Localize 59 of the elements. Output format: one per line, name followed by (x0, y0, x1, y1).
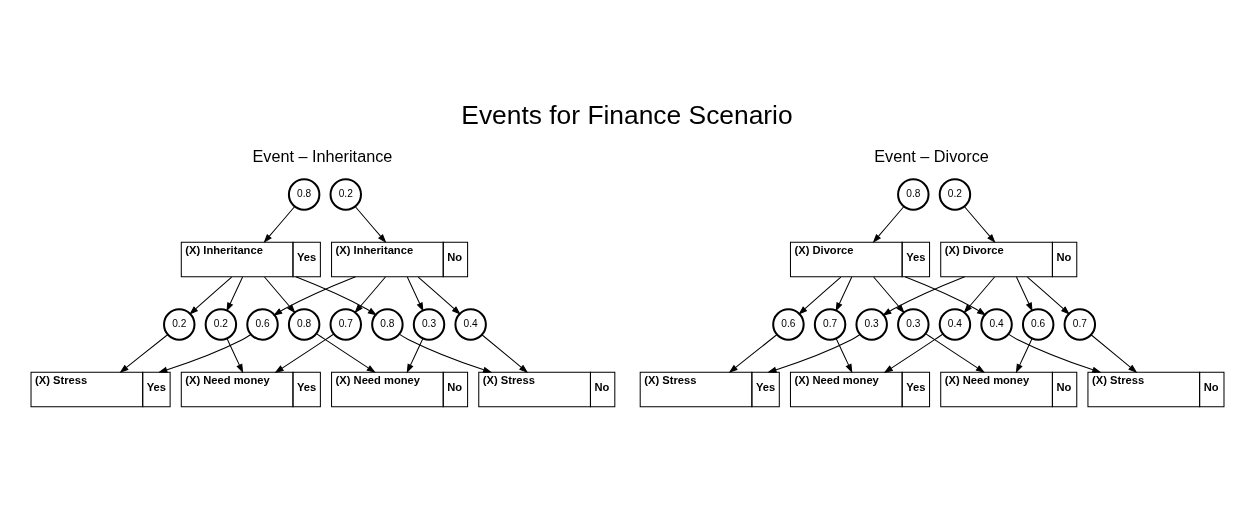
arrow (964, 205, 996, 243)
node-circle: 0.6 (772, 307, 805, 341)
node-circle: 0.4 (938, 307, 972, 341)
node-circle: 0.6 (246, 307, 279, 341)
arrow (263, 276, 296, 313)
arrow (354, 205, 387, 243)
arrow (274, 332, 335, 373)
node-circle: 0.8 (897, 177, 930, 211)
node-circle: 0.2 (329, 177, 362, 211)
arrow (925, 332, 985, 373)
arrow (406, 276, 424, 312)
label: Event – Divorce (874, 146, 989, 165)
arrow (226, 276, 244, 312)
arrow (417, 276, 461, 315)
node-circle: 0.8 (287, 177, 321, 211)
arrow (873, 276, 905, 313)
node-circle: 0.8 (287, 307, 321, 341)
diagram-title: Events for Finance Scenario (461, 99, 793, 130)
arrow (798, 276, 842, 315)
arrow (1026, 276, 1070, 315)
arrow (158, 333, 252, 373)
arrow (835, 276, 853, 312)
arrow (1016, 276, 1033, 312)
node-circle: 0.2 (204, 307, 238, 341)
node-circle: 0.3 (897, 307, 930, 341)
arrow (882, 275, 966, 316)
arrow (354, 276, 386, 313)
arrow (295, 275, 377, 315)
node-circle: 0.3 (855, 307, 888, 341)
arrow (316, 332, 376, 373)
arrow (226, 337, 244, 373)
arrow (728, 333, 778, 373)
arrow (963, 276, 996, 313)
arrow (883, 332, 944, 373)
node-circle: 0.2 (163, 307, 196, 341)
node-circle: 0.4 (980, 307, 1013, 341)
arrow (263, 205, 295, 243)
arrow (398, 333, 493, 373)
arrow (119, 333, 169, 373)
arrow (872, 205, 905, 243)
label: Event – Inheritance (252, 146, 393, 165)
node-circle: 0.2 (938, 177, 972, 211)
arrow (904, 275, 987, 315)
arrow (835, 337, 853, 373)
arrow (406, 337, 424, 373)
arrow (1007, 333, 1102, 373)
node-circle: 0.6 (1021, 307, 1055, 341)
node-circle: 0.8 (371, 307, 404, 341)
node-circle: 0.4 (454, 307, 487, 341)
arrow (273, 275, 357, 316)
arrow (1015, 337, 1033, 373)
node-circle: 0.7 (813, 307, 847, 341)
node-circle: 0.7 (329, 307, 362, 341)
arrow (189, 276, 233, 315)
arrow (1090, 333, 1138, 373)
node-circle: 0.7 (1063, 307, 1097, 341)
node-circle: 0.3 (412, 307, 446, 341)
arrow (767, 333, 861, 373)
arrow (481, 333, 529, 373)
